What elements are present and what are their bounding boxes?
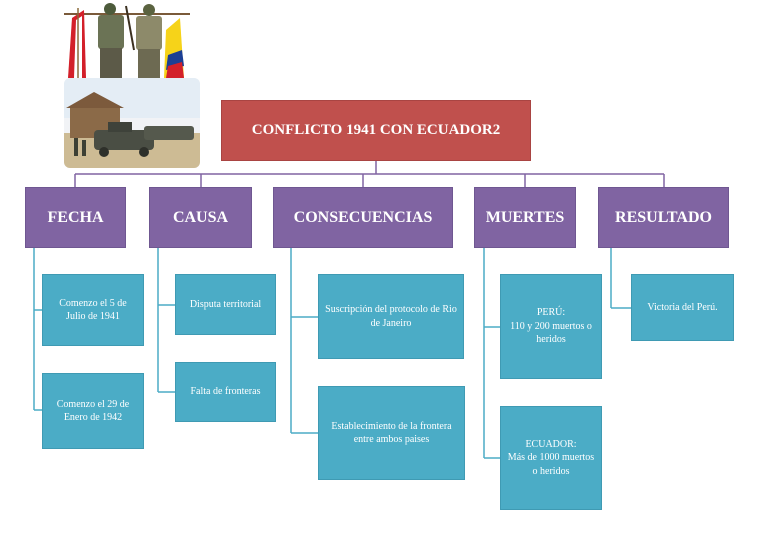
- leaf-fecha-1: Comenzo el 5 de Julio de 1941: [42, 274, 144, 346]
- leaf-text: Suscripción del protocolo de Rio de Jane…: [325, 304, 457, 329]
- leaf-text: Comenzo el 29 de Enero de 1942: [56, 398, 130, 424]
- root-node: CONFLICTO 1941 CON ECUADOR2: [221, 100, 531, 161]
- leaf-text: Más de 1000 muertos o heridos: [507, 452, 595, 477]
- root-title: CONFLICTO 1941 CON ECUADOR2: [251, 122, 501, 138]
- leaf-causa-2: Falta de fronteras: [175, 362, 276, 422]
- leaf-resultado-1: Victoria del Perú.: [631, 274, 734, 341]
- leaf-muertes-ecuador: ECUADOR: Más de 1000 muertos o heridos: [500, 406, 602, 510]
- leaf-text: Victoria del Perú.: [647, 301, 718, 313]
- leaf-heading: PERÚ:: [536, 307, 566, 319]
- leaf-consecuencias-2: Establecimiento de la frontera entre amb…: [318, 386, 465, 480]
- leaf-consecuencias-1: Suscripción del protocolo de Rio de Jane…: [318, 274, 464, 359]
- category-fecha: FECHA: [25, 187, 126, 248]
- leaf-text: Comenzo el 5 de Julio de 1941: [59, 297, 127, 323]
- category-label: MUERTES: [485, 208, 565, 226]
- category-consecuencias: CONSECUENCIAS: [273, 187, 453, 248]
- leaf-text: Disputa territorial: [189, 298, 262, 310]
- category-label: CAUSA: [172, 208, 229, 226]
- category-label: FECHA: [47, 208, 104, 226]
- category-muertes: MUERTES: [474, 187, 576, 248]
- category-resultado: RESULTADO: [598, 187, 729, 248]
- category-causa: CAUSA: [149, 187, 252, 248]
- leaf-text: Falta de fronteras: [190, 386, 261, 398]
- leaf-muertes-peru: PERÚ: 110 y 200 muertos o heridos: [500, 274, 602, 379]
- soldiers-with-flags-photo: [64, 0, 190, 78]
- category-label: CONSECUENCIAS: [293, 208, 433, 226]
- leaf-fecha-2: Comenzo el 29 de Enero de 1942: [42, 373, 144, 449]
- leaf-text: Establecimiento de la frontera entre amb…: [331, 420, 452, 446]
- leaf-causa-1: Disputa territorial: [175, 274, 276, 335]
- leaf-text: 110 y 200 muertos o heridos: [510, 320, 592, 346]
- tanks-convoy-photo: [64, 78, 200, 168]
- category-label: RESULTADO: [615, 208, 712, 226]
- leaf-heading: ECUADOR:: [525, 438, 577, 450]
